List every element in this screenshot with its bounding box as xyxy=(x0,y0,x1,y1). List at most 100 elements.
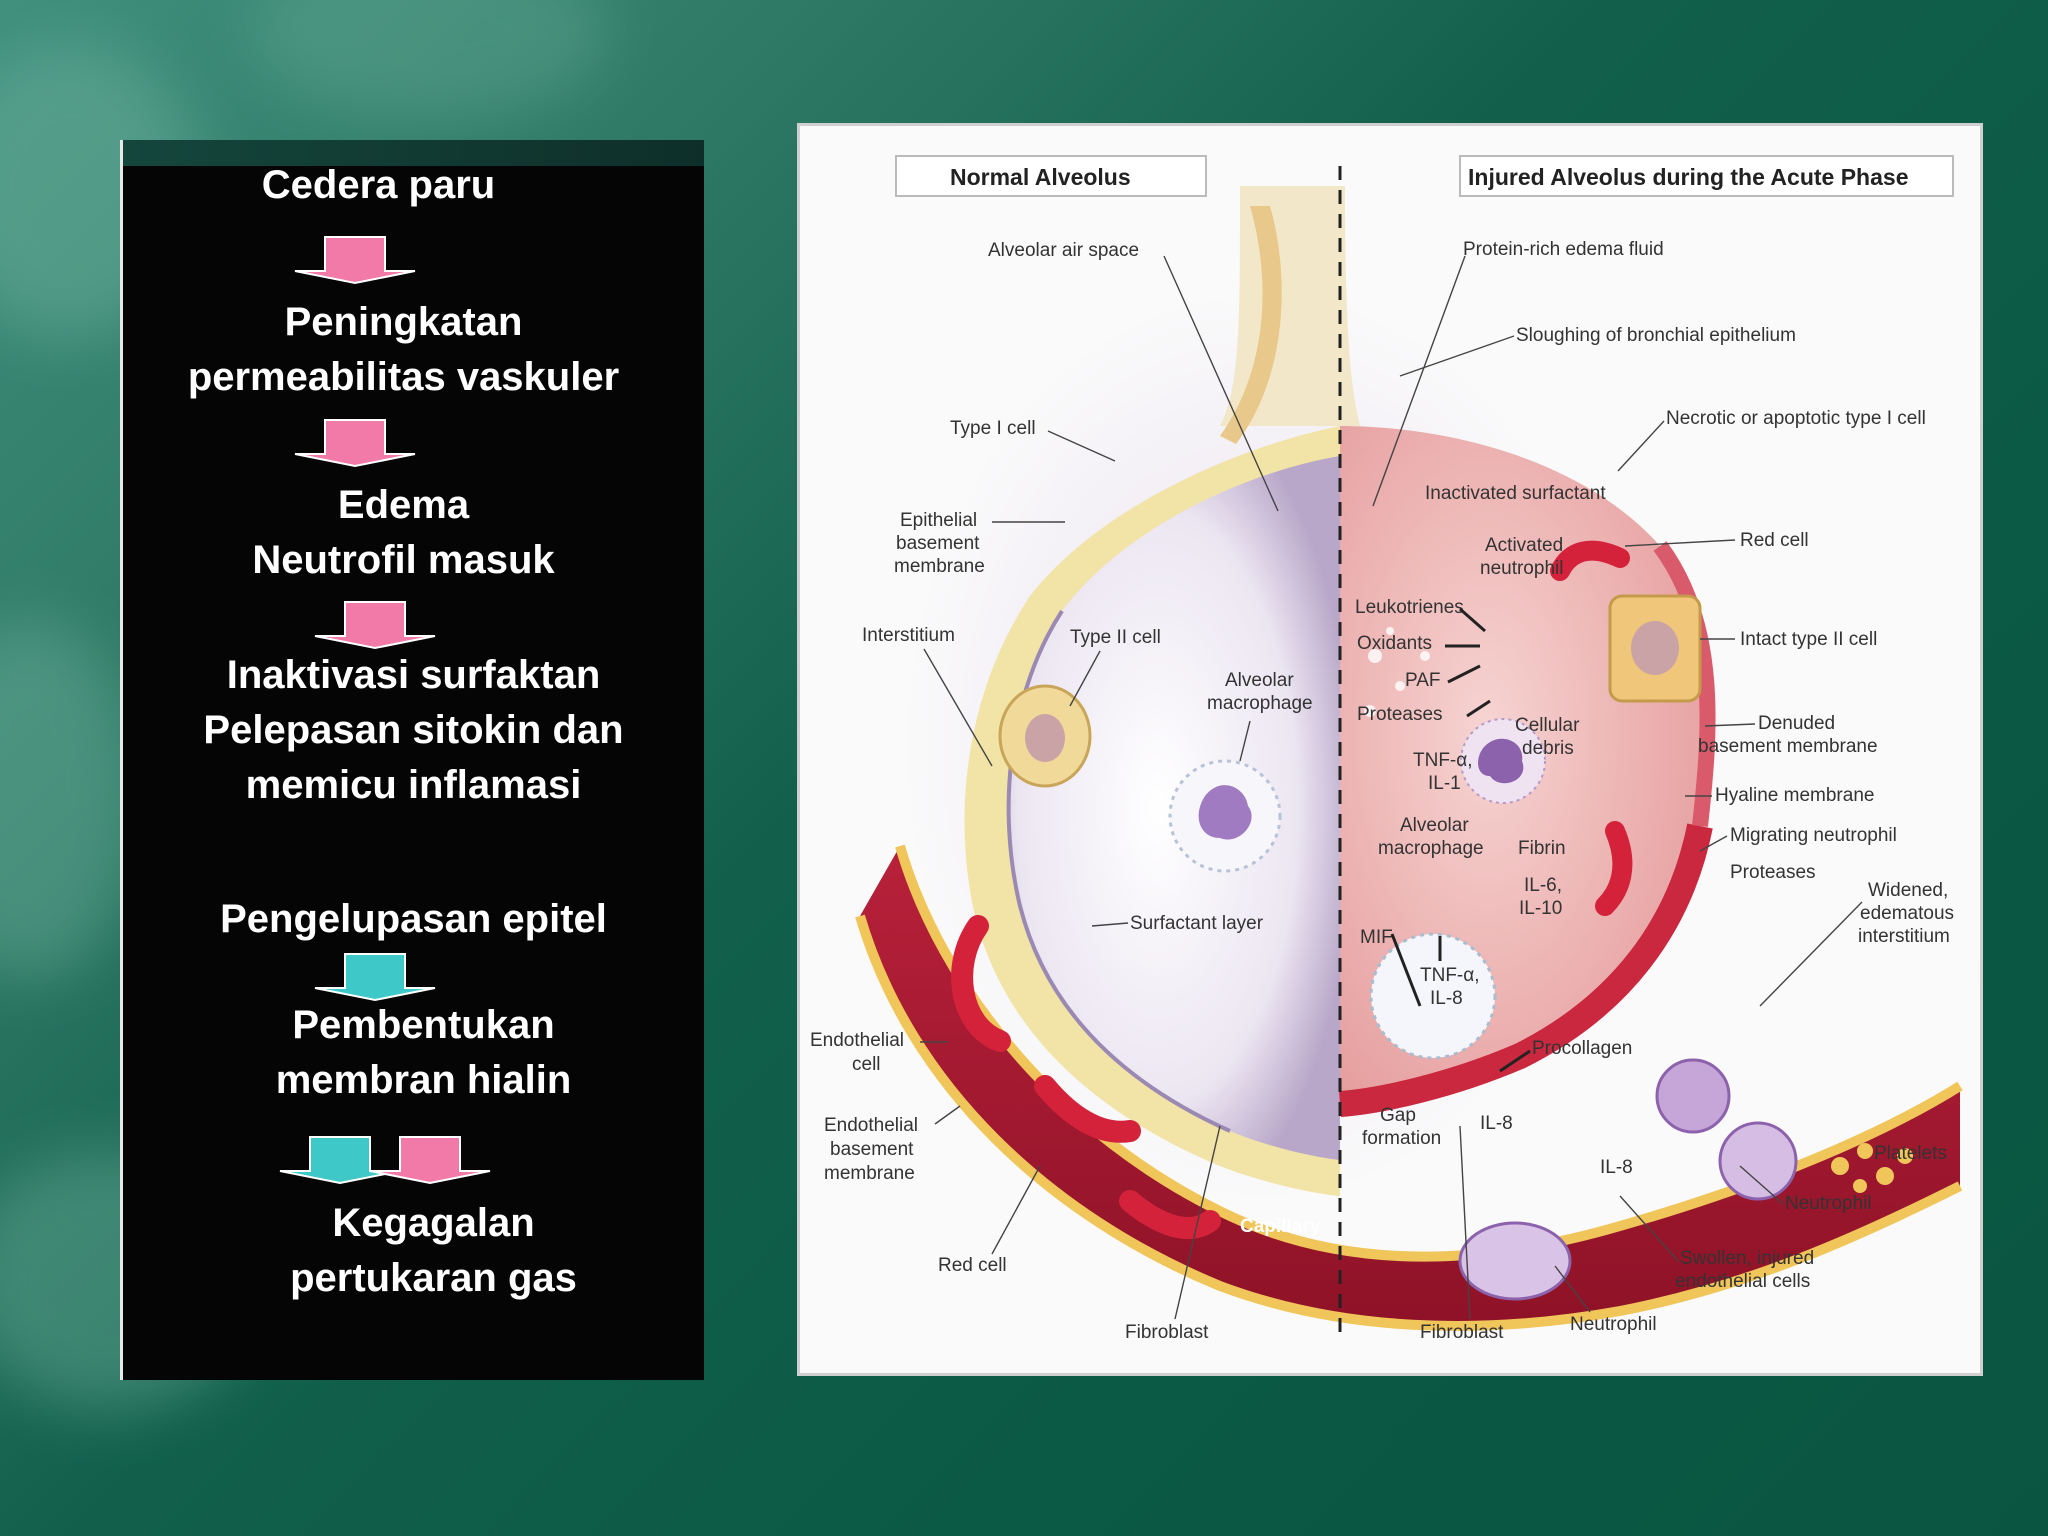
red-cell-shape xyxy=(1595,821,1633,916)
leader-line xyxy=(1174,1125,1221,1320)
leader-line xyxy=(1069,650,1101,707)
platelets-shape xyxy=(1831,1143,1913,1193)
arrow-down-icon xyxy=(294,419,416,468)
flow-step-1: Cedera paru xyxy=(261,163,496,207)
label-il8-a: IL-8 xyxy=(1480,1113,1513,1134)
edema-bubbles-shape xyxy=(1364,627,1430,717)
flow-step-4: Inaktivasi surfaktan Pelepasan sitokin d… xyxy=(203,653,624,807)
label-capillary: Capillary xyxy=(1240,1216,1321,1237)
hyaline-edge-shape xyxy=(1653,541,1716,827)
flow-step-7: Kegagalan pertukaran gas xyxy=(290,1201,577,1300)
label-tnf-il8: TNF-α,IL-8 xyxy=(1420,965,1480,1009)
macrophage-halo-shape xyxy=(1369,932,1497,1060)
label-neutrophil-mid: Neutrophil xyxy=(1785,1193,1872,1214)
leader-line xyxy=(1047,430,1116,462)
label-interstitium: Interstitium xyxy=(862,625,955,646)
neutrophil-shape xyxy=(1478,738,1524,784)
panel-top-bar xyxy=(123,140,704,166)
leader-line xyxy=(1619,1195,1679,1262)
leader-line xyxy=(934,1105,961,1125)
label-fibrin: Fibrin xyxy=(1518,838,1566,859)
neutrophil-shape xyxy=(1655,1058,1731,1134)
label-fibroblast-right: Fibroblast xyxy=(1420,1322,1504,1343)
label-inactivated-surfactant: Inactivated surfactant xyxy=(1425,483,1606,504)
leader-line xyxy=(1624,539,1736,547)
alveolus-illustration: Normal Alveolus Injured Alveolus during … xyxy=(810,155,1963,1343)
leader-line xyxy=(1091,922,1129,927)
flow-step-3: Edema Neutrofil masuk xyxy=(252,483,555,582)
epithelium-column-shape xyxy=(1220,206,1282,444)
red-cell-shape xyxy=(951,915,1011,1052)
label-il8-b: IL-8 xyxy=(1600,1157,1633,1178)
injured-alveolus-header: Injured Alveolus during the Acute Phase xyxy=(1468,164,1908,190)
leader-line xyxy=(1554,1265,1591,1313)
red-cell-shape xyxy=(1119,1190,1221,1240)
leader-line xyxy=(1704,723,1756,727)
arrow-down-icon xyxy=(369,1136,491,1185)
label-procollagen: Procollagen xyxy=(1532,1038,1632,1059)
leader-line xyxy=(1372,255,1466,507)
label-red-cell-left: Red cell xyxy=(938,1255,1007,1276)
label-alveolar-air-space: Alveolar air space xyxy=(988,240,1139,261)
vessel-wall-shape xyxy=(855,914,1963,1331)
label-oxidants: Oxidants xyxy=(1357,633,1432,654)
label-sloughing: Sloughing of bronchial epithelium xyxy=(1516,325,1796,346)
leader-line xyxy=(1239,720,1251,762)
leader-line xyxy=(991,1165,1041,1255)
leader-line xyxy=(1390,933,1422,1007)
hyaline-membrane-shape xyxy=(1338,823,1713,1117)
header-box xyxy=(1459,155,1954,197)
cytokine-arrows-shape xyxy=(1445,607,1491,718)
leader-line xyxy=(1699,835,1728,852)
leader-line xyxy=(1759,901,1863,1007)
flow-step-6: Pembentukan membran hialin xyxy=(275,1003,572,1102)
flow-step-2: Peningkatan permeabilitas vaskuler xyxy=(187,300,620,399)
red-cell-shape xyxy=(1034,1075,1141,1143)
label-type-ii-cell-left: Type II cell xyxy=(1070,627,1161,648)
label-il6-il10: IL-6,IL-10 xyxy=(1519,875,1562,919)
label-leukotrienes: Leukotrienes xyxy=(1355,597,1464,618)
neutrophil-shape xyxy=(1458,1221,1572,1301)
label-mif: MIF xyxy=(1360,927,1393,948)
normal-alveolus-header: Normal Alveolus xyxy=(950,164,1131,190)
label-hyaline-membrane: Hyaline membrane xyxy=(1715,785,1874,806)
arrow-down-icon xyxy=(294,236,416,285)
label-platelets: Platelets xyxy=(1874,1143,1947,1164)
alveolus-figure: Normal Alveolus Injured Alveolus during … xyxy=(797,123,1983,1376)
leader-line xyxy=(1739,1165,1784,1205)
leader-line xyxy=(923,648,993,767)
flow-step-5: Pengelupasan epitel xyxy=(220,897,607,941)
label-paf: PAF xyxy=(1405,670,1441,691)
label-red-cell-right: Red cell xyxy=(1740,530,1809,551)
leader-line xyxy=(1617,420,1665,472)
macrophage-shape xyxy=(1198,785,1252,840)
arrow-down-icon xyxy=(314,953,436,1002)
arrow-down-icon xyxy=(314,601,436,650)
label-necrotic: Necrotic or apoptotic type I cell xyxy=(1666,408,1926,429)
leader-line xyxy=(1459,1125,1471,1320)
label-protein-rich-edema-fluid: Protein-rich edema fluid xyxy=(1463,239,1664,260)
label-migrating-neutrophil: Migrating neutrophil xyxy=(1730,825,1897,846)
label-proteases-right: Proteases xyxy=(1730,862,1816,883)
label-tnf-il1: TNF-α,IL-1 xyxy=(1413,750,1473,794)
label-fibroblast-left: Fibroblast xyxy=(1125,1322,1209,1343)
leader-line xyxy=(1399,335,1515,377)
red-cell-shape xyxy=(1550,540,1630,581)
type-ii-nucleus-shape xyxy=(1025,714,1065,762)
flow-panel: Cedera paru Peningkatan permeabilitas va… xyxy=(120,140,704,1380)
label-proteases-left: Proteases xyxy=(1357,704,1443,725)
header-box xyxy=(895,155,1207,197)
label-type-i-cell: Type I cell xyxy=(950,418,1036,439)
label-intact-type-ii-cell: Intact type II cell xyxy=(1740,629,1877,650)
leader-line xyxy=(1163,255,1279,512)
